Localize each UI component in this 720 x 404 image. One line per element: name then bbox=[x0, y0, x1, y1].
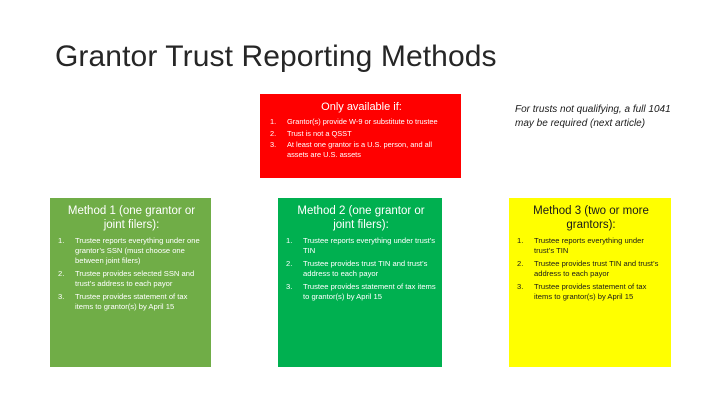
method-heading: Method 2 (one grantor or joint filers): bbox=[297, 205, 425, 231]
item-text: Trustee reports everything under trust’s… bbox=[534, 236, 644, 255]
method-step: 3. Trustee provides statement of tax item… bbox=[286, 282, 436, 302]
method-step: 2. Trustee provides trust TIN and trust’s… bbox=[286, 259, 436, 279]
condition-item: 1. Grantor(s) provide W-9 or substitute t… bbox=[270, 117, 453, 127]
item-text: Trustee reports everything under trust’s… bbox=[303, 236, 436, 255]
method-2-box: Method 2 (one grantor or joint filers): … bbox=[278, 198, 442, 367]
item-number: 2. bbox=[58, 269, 65, 278]
method-heading: Method 3 (two or more grantors): bbox=[533, 205, 649, 231]
method-steps: 1. Trustee reports everything under trust… bbox=[517, 236, 665, 302]
item-text: Trustee provides trust TIN and trust’s a… bbox=[303, 259, 428, 278]
method-step: 1. Trustee reports everything under one g… bbox=[58, 236, 205, 266]
item-number: 1. bbox=[286, 236, 293, 245]
item-text: Trustee provides statement of tax items … bbox=[75, 292, 188, 311]
slide-title: Grantor Trust Reporting Methods bbox=[55, 40, 497, 73]
method-3-box: Method 3 (two or more grantors): 1. Trust… bbox=[509, 198, 671, 367]
side-note: For trusts not qualifying, a full 1041 m… bbox=[515, 104, 671, 129]
item-text: Trustee provides statement of tax items … bbox=[534, 282, 647, 301]
method-step: 1. Trustee reports everything under trust… bbox=[286, 236, 436, 256]
item-text: Trustee reports everything under one gra… bbox=[75, 236, 200, 265]
item-text: Grantor(s) provide W-9 or substitute to … bbox=[287, 117, 438, 126]
condition-item: 2. Trust is not a QSST bbox=[270, 129, 453, 139]
item-number: 2. bbox=[286, 259, 293, 268]
item-number: 3. bbox=[270, 140, 277, 150]
item-text: Trustee provides statement of tax items … bbox=[303, 282, 436, 301]
condition-list: 1. Grantor(s) provide W-9 or substitute t… bbox=[270, 117, 453, 159]
item-number: 3. bbox=[58, 292, 65, 301]
method-step: 2. Trustee provides selected SSN and trus… bbox=[58, 269, 205, 289]
item-number: 1. bbox=[270, 117, 277, 126]
item-number: 1. bbox=[58, 236, 65, 245]
method-step: 2. Trustee provides trust TIN and trust’s… bbox=[517, 259, 665, 279]
method-steps: 1. Trustee reports everything under one g… bbox=[58, 236, 205, 312]
method-1-box: Method 1 (one grantor or joint filers): … bbox=[50, 198, 211, 367]
condition-item: 3. At least one grantor is a U.S. person,… bbox=[270, 140, 453, 159]
item-number: 2. bbox=[517, 259, 524, 268]
item-text: At least one grantor is a U.S. person, a… bbox=[287, 140, 433, 159]
item-number: 3. bbox=[286, 282, 293, 291]
item-number: 3. bbox=[517, 282, 524, 291]
method-heading: Method 1 (one grantor or joint filers): bbox=[67, 205, 196, 231]
method-step: 3. Trustee provides statement of tax item… bbox=[58, 292, 205, 312]
method-step: 1. Trustee reports everything under trust… bbox=[517, 236, 665, 256]
item-number: 2. bbox=[270, 128, 277, 138]
item-number: 1. bbox=[517, 236, 524, 245]
item-text: Trustee provides selected SSN and trust’… bbox=[75, 269, 195, 288]
condition-heading: Only available if: bbox=[321, 101, 402, 113]
item-text: Trustee provides trust TIN and trust’s a… bbox=[534, 259, 659, 278]
condition-box: Only available if: 1. Grantor(s) provide … bbox=[260, 94, 461, 178]
method-step: 3. Trustee provides statement of tax item… bbox=[517, 282, 665, 302]
method-steps: 1. Trustee reports everything under trust… bbox=[286, 236, 436, 302]
item-text: Trust is not a QSST bbox=[287, 128, 352, 138]
